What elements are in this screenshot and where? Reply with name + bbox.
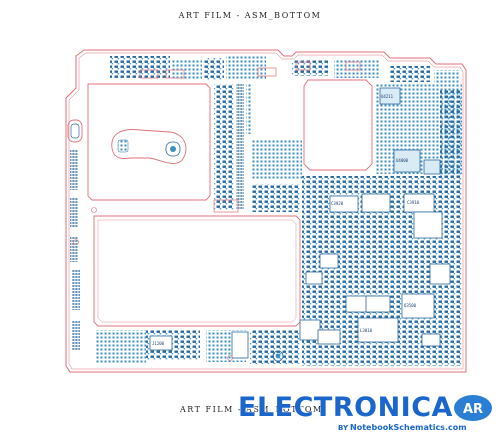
left-edge-components: [70, 150, 80, 350]
watermark-by: BY: [338, 424, 349, 432]
watermark-site-text: NotebookSchematics.com: [350, 423, 467, 432]
chip-label-6: J1200: [152, 341, 165, 346]
chip-label-5: L3810: [360, 328, 373, 333]
watermark-brand: ELECTRONICA: [238, 392, 453, 423]
shield-cutout-upper-right: [303, 79, 373, 171]
page-title-bottom: ART FILM - ASM_BOTTOM: [180, 405, 323, 414]
chip-label-1: U4211: [381, 94, 394, 99]
board-outline: [65, 49, 467, 373]
shield-cutout-upper-left: [87, 83, 211, 201]
chip-label-4: C3920: [331, 201, 344, 206]
mid-components: [252, 140, 302, 212]
center-vertical-connector: [213, 84, 252, 213]
top-edge-components: [110, 56, 460, 84]
bottom-edge-components: [96, 329, 341, 364]
ar-badge-text: AR: [463, 402, 483, 417]
chip-label-7: Q3500: [404, 303, 417, 308]
page-title-top: ART FILM - ASM_BOTTOM: [178, 11, 322, 20]
ic-chips: [299, 87, 451, 347]
ar-badge-icon: AR: [454, 395, 492, 421]
speaker-outline: [111, 129, 187, 164]
chip-label-2: U4800: [396, 158, 409, 163]
shield-cutout-lower-left: [93, 215, 301, 327]
mounting-holes: [73, 207, 233, 361]
chip-label-3: C3910: [407, 200, 420, 205]
